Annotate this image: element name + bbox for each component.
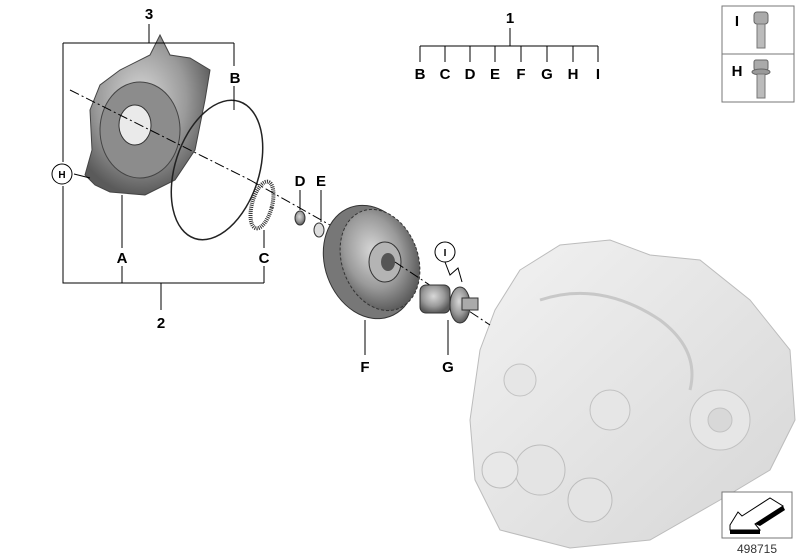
bracket-2 [62, 186, 265, 310]
group1-item: D [465, 66, 476, 83]
view-direction-icon [721, 491, 793, 539]
group1-item: E [490, 66, 500, 83]
fastener-legend: I H [721, 5, 795, 103]
legend-label-i: I [735, 13, 739, 30]
callout-i: I [444, 248, 447, 259]
bracket-1 [419, 28, 599, 62]
group1-item: B [415, 66, 426, 83]
bearing-part-d [294, 210, 306, 226]
group1-labels: B C D E F G H I [415, 66, 601, 83]
legend-label-h: H [732, 63, 743, 80]
torx-flange-bolt-icon [751, 59, 771, 99]
callout-1: 1 [506, 10, 514, 27]
washer-part-e [313, 222, 325, 238]
callout-e: E [316, 173, 326, 190]
callout-2: 2 [157, 315, 165, 332]
callout-3: 3 [145, 6, 153, 23]
group1-item: G [541, 66, 553, 83]
transmission-housing [469, 239, 796, 549]
callout-d: D [295, 173, 306, 190]
cover-part-a [84, 33, 211, 196]
ring-part-c [248, 179, 276, 231]
shaft-part-g [419, 284, 479, 324]
group1-item: C [440, 66, 451, 83]
callout-h-circle [51, 163, 73, 185]
o-ring-part-b [170, 99, 264, 241]
callout-a: A [117, 250, 128, 267]
clutch-part-f [322, 204, 421, 320]
socket-head-bolt-icon [753, 11, 769, 49]
group1-item: F [516, 66, 525, 83]
callout-h: H [58, 170, 65, 181]
group1-item: H [568, 66, 579, 83]
callout-i-circle [434, 241, 456, 263]
diagram-code: 498715 [737, 542, 777, 556]
bracket-3 [62, 24, 235, 162]
callout-c: C [259, 250, 270, 267]
group1-item: I [596, 66, 600, 83]
callout-b: B [230, 70, 241, 87]
callout-g: G [442, 359, 454, 376]
callout-f: F [360, 359, 369, 376]
